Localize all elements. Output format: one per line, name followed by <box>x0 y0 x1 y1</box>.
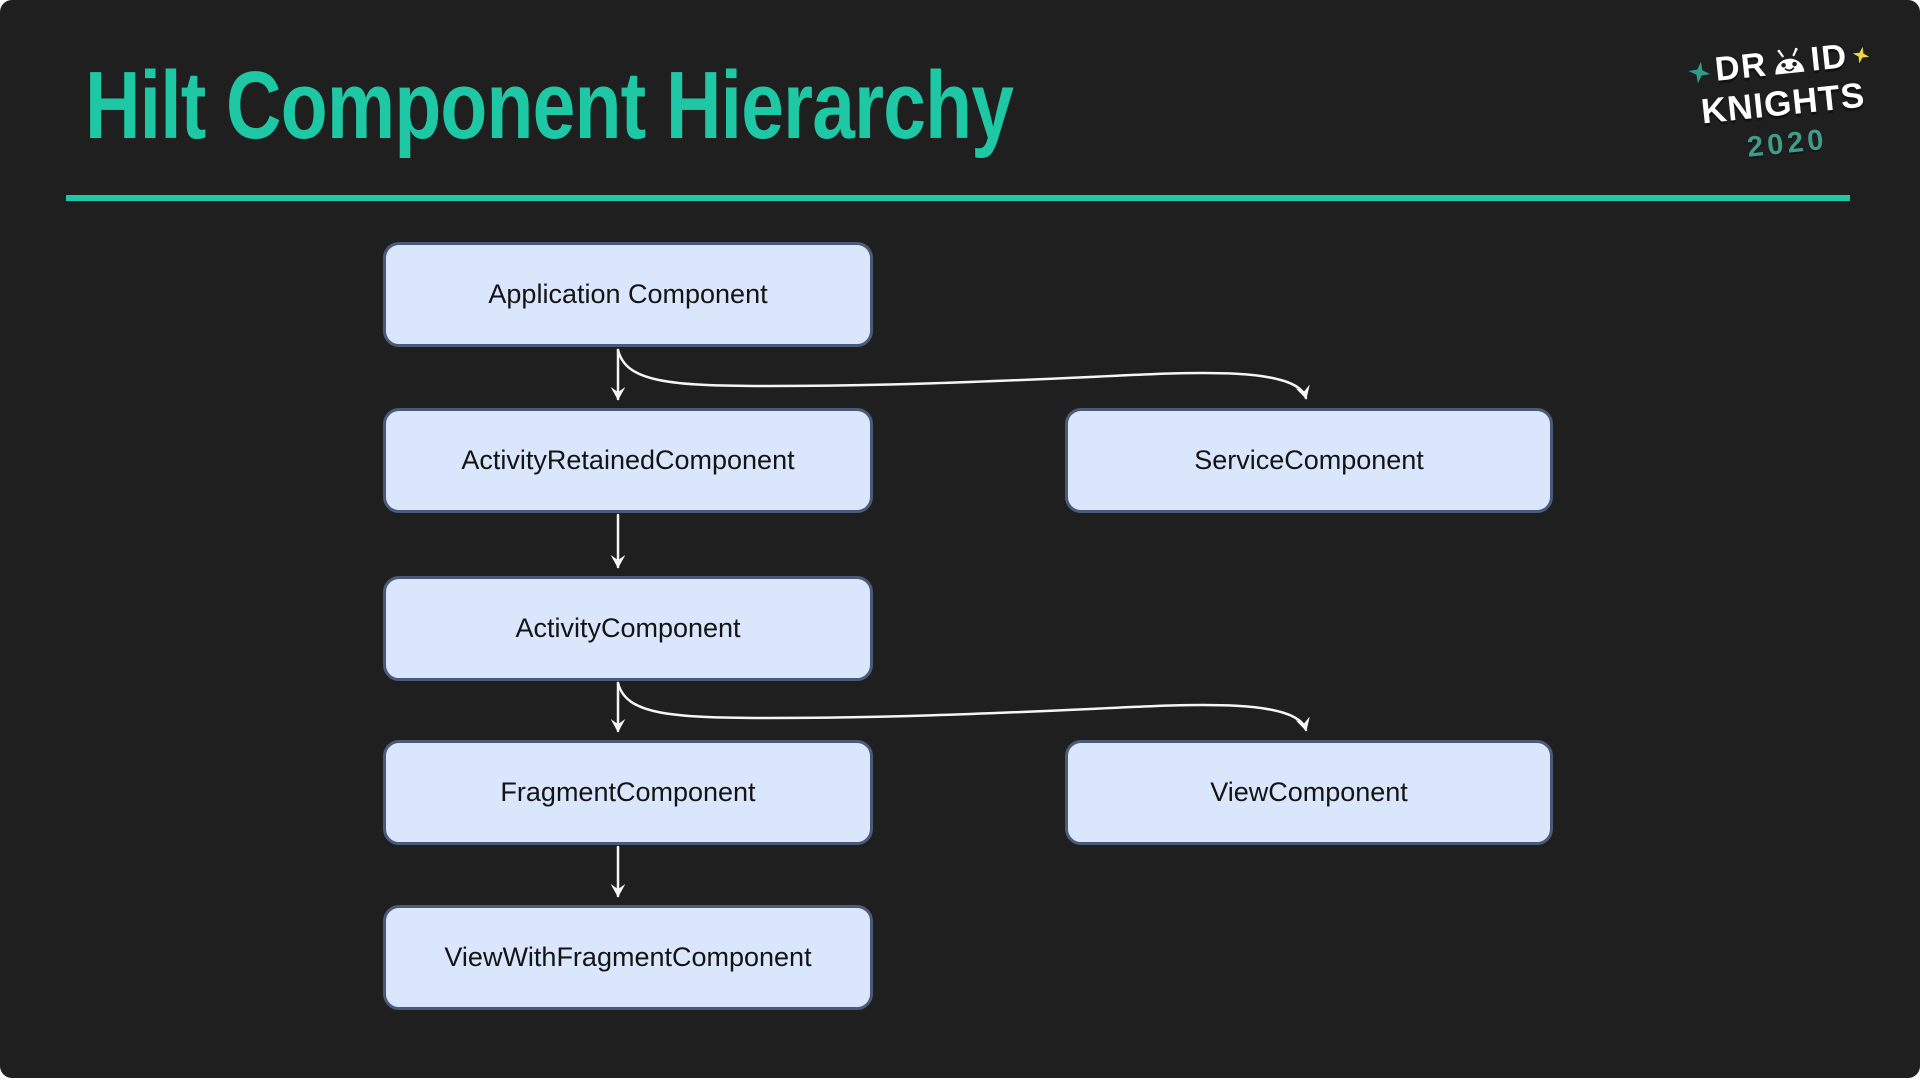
node-label: ViewComponent <box>1210 777 1408 807</box>
node-label: ViewWithFragmentComponent <box>444 942 812 972</box>
sparkle-yellow-icon <box>1852 46 1870 64</box>
sparkle-teal-icon <box>1688 61 1711 83</box>
node-application-component: Application Component <box>383 242 873 347</box>
node-label: ActivityComponent <box>515 613 741 643</box>
node-label: FragmentComponent <box>500 777 756 807</box>
node-activity-retained-component: ActivityRetainedComponent <box>383 408 873 513</box>
node-label: Application Component <box>488 279 768 309</box>
node-label: ServiceComponent <box>1194 445 1424 475</box>
node-fragment-component: FragmentComponent <box>383 740 873 845</box>
node-view-with-fragment-component: ViewWithFragmentComponent <box>383 905 873 1010</box>
logo-top-row: DR ID <box>1663 32 1896 95</box>
android-head-icon <box>1775 47 1805 75</box>
droidknights-logo: DR ID KNIGHTS 2020 <box>1663 32 1904 172</box>
node-activity-component: ActivityComponent <box>383 576 873 681</box>
node-view-component: ViewComponent <box>1065 740 1553 845</box>
edge-application-to-service <box>616 348 1310 400</box>
node-service-component: ServiceComponent <box>1065 408 1553 513</box>
node-label: ActivityRetainedComponent <box>461 445 795 475</box>
title-divider <box>66 195 1850 201</box>
page-title: Hilt Component Hierarchy <box>85 52 1014 159</box>
edge-activity-to-view <box>616 681 1310 732</box>
